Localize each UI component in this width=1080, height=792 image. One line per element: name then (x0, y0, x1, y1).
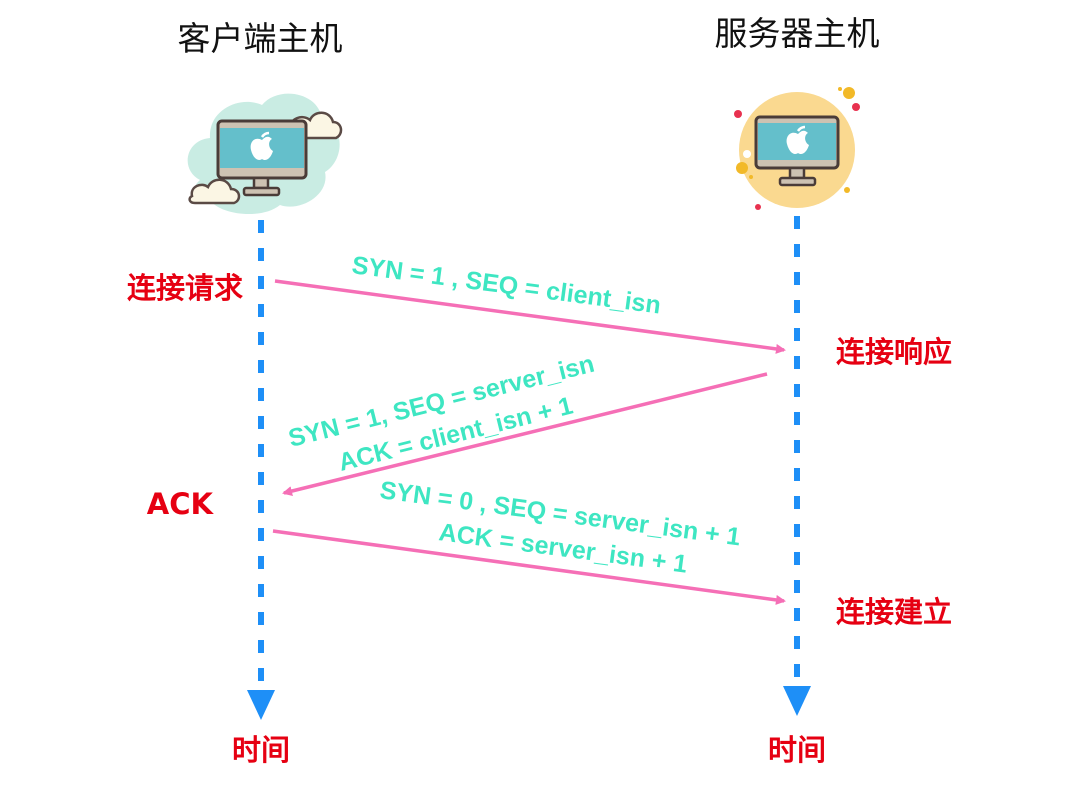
client-event-ack: ACK (147, 487, 215, 521)
syn-ack-arrow (282, 372, 768, 496)
client-timeline-arrowhead (247, 690, 275, 720)
client-time-label: 时间 (232, 733, 290, 767)
server-event-connection-response: 连接响应 (836, 335, 952, 369)
client-event-connection-request: 连接请求 (127, 271, 243, 305)
server-computer-icon (734, 87, 860, 210)
ack-arrow (272, 529, 786, 605)
server-time-label: 时间 (768, 733, 826, 767)
client-host-title: 客户端主机 (178, 19, 343, 58)
server-host-title: 服务器主机 (715, 14, 880, 53)
server-timeline-arrowhead (783, 686, 811, 716)
client-computer-icon (187, 93, 343, 215)
syn-arrow (274, 279, 786, 354)
server-event-connection-established: 连接建立 (836, 595, 952, 629)
syn-message-label: SYN = 1 , SEQ = client_isn (350, 251, 662, 319)
